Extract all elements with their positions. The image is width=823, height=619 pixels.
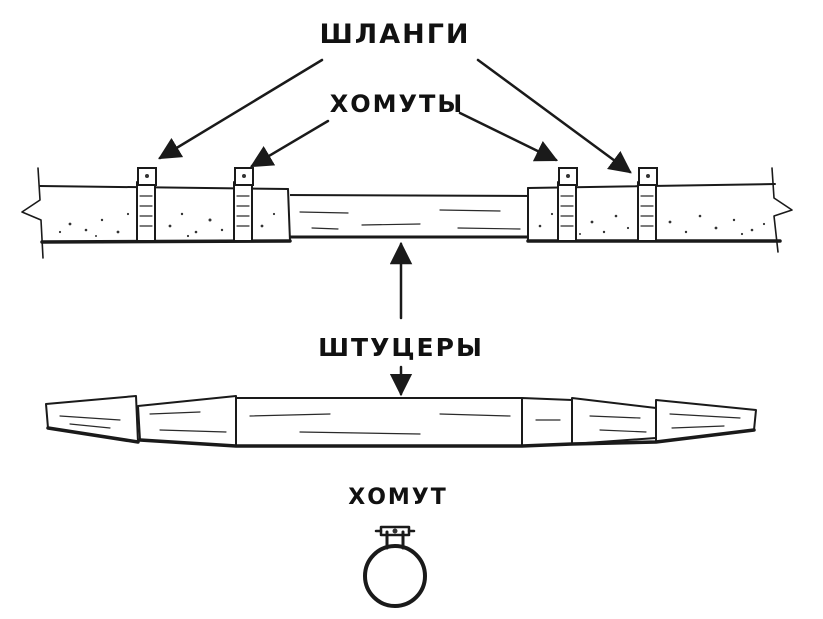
assembled-connection	[21, 167, 793, 259]
label-fittings: ШТУЦЕРЫ	[318, 333, 484, 362]
label-clamp: ХОМУТ	[348, 485, 448, 510]
left-hose-texture	[58, 212, 276, 238]
clamp-ring	[363, 525, 427, 608]
fitting-body	[235, 397, 523, 447]
clamp-band-1	[136, 167, 157, 241]
assembled-fitting-tube	[280, 194, 538, 239]
fitting-collar	[521, 397, 573, 447]
clamp-band-4	[637, 167, 658, 241]
fitting-connector	[45, 395, 757, 448]
fitting-barb-3	[571, 397, 657, 445]
clamp-band-2	[233, 167, 254, 241]
label-clamps: ХОМУТЫ	[330, 90, 465, 118]
arrow-hose-left	[158, 58, 324, 160]
arrow-hose-right	[476, 58, 632, 174]
left-hose	[21, 167, 292, 259]
arrow-clamp-right	[458, 111, 559, 162]
pointer-arrows	[158, 58, 632, 397]
label-hoses: ШЛАНГИ	[319, 19, 470, 50]
clamp-band-3	[557, 167, 578, 241]
right-hose-texture	[538, 212, 766, 236]
arrow-clamp-left	[250, 119, 330, 168]
fitting-barb-2	[137, 395, 237, 447]
